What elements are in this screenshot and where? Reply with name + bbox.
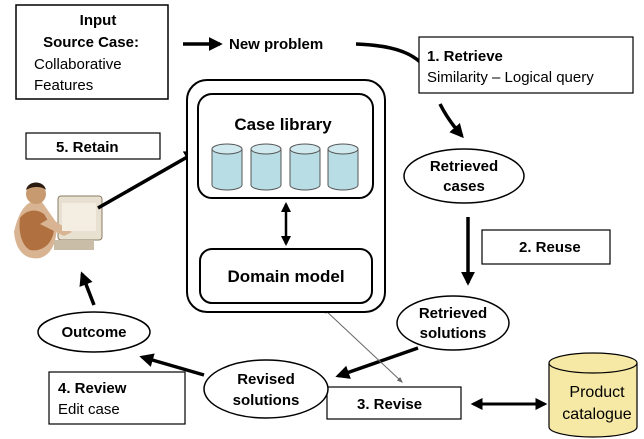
domain-model-box: Domain model (199, 248, 373, 304)
review-arrow (139, 353, 205, 377)
revise-title: 3. Revise (357, 396, 422, 413)
domain-model-label: Domain model (227, 267, 344, 286)
case-database-cylinders (211, 143, 359, 191)
retrieved-solutions-node: Retrieved solutions (396, 295, 510, 351)
product-catalogue-cylinder: Product catalogue (548, 352, 638, 438)
retrieved-solutions-line1: Retrieved (419, 305, 487, 322)
revise-step-box: 3. Revise (326, 386, 462, 420)
review-step-box: 4. Review Edit case (48, 371, 186, 425)
catalogue-line2: catalogue (562, 406, 631, 423)
retrieve-arrow (438, 103, 464, 139)
revised-solutions-line1: Revised (237, 371, 295, 388)
retrieved-solutions-line2: solutions (420, 325, 487, 342)
retain-step-box: 5. Retain (25, 132, 161, 160)
retrieved-cases-line1: Retrieved (430, 158, 498, 175)
revise-arrow (335, 346, 419, 379)
case-library-label: Case library (234, 115, 332, 134)
retain-title: 5. Retain (56, 139, 119, 156)
person-at-computer-icon (14, 182, 103, 259)
case-cylinder-4 (327, 143, 359, 191)
retrieve-title: 1. Retrieve (427, 48, 503, 65)
case-library-box: Case library (197, 93, 374, 199)
collaborative-label: Collaborative (34, 56, 122, 73)
review-subtitle: Edit case (58, 401, 120, 418)
retrieved-cases-node: Retrieved cases (403, 148, 525, 204)
input-source-case-box: Input Source Case: Collaborative Feature… (15, 4, 169, 100)
source-case-label: Source Case: (43, 34, 139, 51)
reuse-title: 2. Reuse (519, 239, 581, 256)
case-cylinder-1 (211, 143, 243, 191)
domain-revise-link (323, 308, 403, 383)
input-title: Input (80, 12, 117, 29)
case-cylinder-3 (289, 143, 321, 191)
outcome-label: Outcome (61, 324, 126, 341)
revised-solutions-line2: solutions (233, 392, 300, 409)
catalogue-line1: Product (569, 384, 625, 401)
retrieve-subtitle: Similarity – Logical query (427, 69, 594, 86)
retain-arrow (97, 150, 199, 210)
retrieve-step-box: 1. Retrieve Similarity – Logical query (418, 36, 634, 94)
features-label: Features (34, 77, 93, 94)
reuse-step-box: 2. Reuse (481, 229, 611, 265)
outcome-to-user-arrow (79, 271, 96, 306)
review-title: 4. Review (58, 380, 127, 397)
outcome-node: Outcome (37, 311, 151, 353)
revised-solutions-node: Revised solutions (203, 359, 329, 419)
new-problem-label: New problem (229, 36, 323, 53)
retrieved-cases-line2: cases (443, 178, 485, 195)
case-cylinder-2 (250, 143, 282, 191)
